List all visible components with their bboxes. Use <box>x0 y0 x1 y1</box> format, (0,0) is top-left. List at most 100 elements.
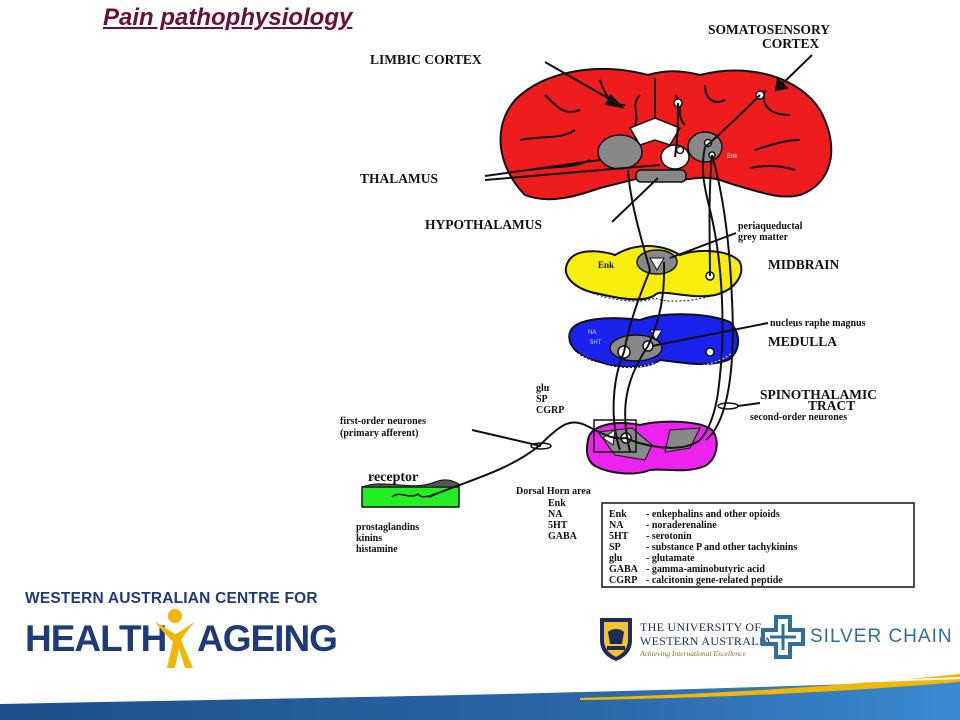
legend-desc-4: - glutamate <box>646 553 695 564</box>
footer-band <box>0 674 960 720</box>
medulla-nt-label-1: NA <box>588 330 596 336</box>
enk-midbrain-label: Enk <box>598 260 614 270</box>
label-hypothalamus: HYPOTHALAMUS <box>425 217 542 232</box>
cortex-neuron-3 <box>675 145 685 155</box>
label-thalamus: THALAMUS <box>360 171 438 186</box>
diagram-labels: SOMATOSENSORY CORTEX LIMBIC CORTEX THALA… <box>340 22 877 555</box>
thalamus-to-limbic <box>674 102 679 158</box>
label-spinothalamic-1: SPINOTHALAMIC <box>760 387 877 402</box>
receptor-block <box>361 479 460 508</box>
neural-pathways <box>427 94 761 498</box>
enk-cortex-label: Enk <box>727 154 738 160</box>
arrowhead-somatosensory <box>774 77 789 92</box>
label-medulla: MEDULLA <box>768 334 837 349</box>
pain-pathway-diagram: Enk Enk NA 5HT <box>340 22 915 588</box>
arrow-limbic <box>544 61 621 106</box>
label-limbic-cortex: LIMBIC CORTEX <box>370 52 482 67</box>
label-first-order-2: (primary afferent) <box>340 428 418 439</box>
line-thalamus <box>484 159 601 177</box>
label-somatosensory-1: SOMATOSENSORY <box>708 22 830 37</box>
label-cgrp: CGRP <box>536 405 564 416</box>
label-prostaglandins: prostaglandins <box>356 522 419 533</box>
arrowhead-limbic <box>604 94 625 109</box>
legend-abbr-1: NA <box>609 520 624 531</box>
label-histamine: histamine <box>356 544 398 555</box>
legend-desc-0: - enkephalins and other opioids <box>646 509 780 520</box>
primary-afferent-fibre <box>427 421 627 498</box>
line-first-order <box>471 429 542 447</box>
uwa-text-line1: THE UNIVERSITY OF <box>640 620 762 634</box>
legend-box <box>601 502 915 588</box>
silver-chain-cross-icon <box>761 615 805 659</box>
aqueduct <box>649 257 665 271</box>
line-pag <box>669 232 737 259</box>
legend-desc-6: - calcitonin gene-related peptide <box>646 575 783 586</box>
uwa-logo: THE UNIVERSITY OF WESTERN AUSTRALIA Achi… <box>598 614 772 666</box>
leader-lines <box>471 54 813 447</box>
medulla-section: NA 5HT <box>568 313 739 369</box>
thalamus-to-cortex <box>704 94 761 148</box>
medulla-nt-label-2: 5HT <box>590 340 602 346</box>
dorsal-horn-nt-1: NA <box>548 509 563 520</box>
label-dorsal-horn: Dorsal Horn area <box>516 486 591 497</box>
dorsal-horn-nt-3: GABA <box>548 531 578 542</box>
label-somatosensory-2: CORTEX <box>762 36 820 51</box>
legend-abbr-3: SP <box>609 542 621 553</box>
descending-path-2 <box>624 261 666 453</box>
legend-desc-1: - noraderenaline <box>646 520 717 531</box>
label-midbrain: MIDBRAIN <box>768 257 840 272</box>
legend-abbr-2: 5HT <box>609 531 629 542</box>
label-receptor: receptor <box>368 470 418 485</box>
legend-abbr-4: glu <box>609 553 623 564</box>
legend: Enk - enkephalins and other opioids NA -… <box>601 502 915 588</box>
legend-abbr-5: GABA <box>609 564 639 575</box>
label-pag-1: periaqueductal <box>738 221 803 232</box>
wa-logo-ageing: AGEING <box>197 618 338 659</box>
wa-centre-health-ageing-logo: WESTERN AUSTRALIAN CENTRE FOR HEALTH AGE… <box>25 590 338 670</box>
label-first-order-1: first-order neurones <box>340 416 426 427</box>
silver-chain-logo: SILVER CHAIN <box>760 614 953 662</box>
line-hypothalamus <box>611 177 659 223</box>
label-second-order: second-order neurones <box>750 412 847 423</box>
wa-logo-health: HEALTH <box>25 618 167 659</box>
hypothalamus <box>635 169 687 183</box>
dorsal-horn-nt-2: 5HT <box>548 520 568 531</box>
midbrain-border <box>574 284 736 302</box>
spinothalamic-tract-left <box>625 146 724 449</box>
person-figure-icon <box>155 609 195 668</box>
label-pag-2: grey matter <box>738 232 789 243</box>
arrow-somatosensory <box>777 54 813 89</box>
dorsal-horn-grey-right <box>664 427 701 453</box>
midbrain-to-thalamus <box>708 154 713 277</box>
synapse-second-order <box>717 402 739 410</box>
line-nrm <box>651 322 769 347</box>
legend-abbr-0: Enk <box>609 509 627 520</box>
silver-chain-text: SILVER CHAIN <box>810 626 953 647</box>
line-spinothalamic <box>737 402 761 407</box>
descending-path-1 <box>612 169 652 451</box>
midbrain-section: Enk <box>565 245 743 302</box>
label-nrm: nucleus raphe magnus <box>770 318 866 329</box>
synapse-first-order <box>530 442 552 450</box>
thalamus-left <box>597 134 643 170</box>
legend-abbr-6: CGRP <box>609 575 637 586</box>
uwa-crest-icon <box>600 618 632 661</box>
spinothalamic-tract-right <box>705 154 734 441</box>
line-thalamus-2 <box>484 164 661 181</box>
label-glu: glu <box>536 383 550 394</box>
label-sp: SP <box>536 394 548 405</box>
label-kinins: kinins <box>356 533 382 544</box>
legend-desc-5: - gamma-aminobutyric acid <box>646 564 765 575</box>
spinal-cord-section <box>585 419 718 475</box>
legend-desc-2: - serotonin <box>646 531 692 542</box>
nucleus-raphe-magnus <box>609 334 663 362</box>
brain-section: Enk <box>499 67 833 201</box>
uwa-text-line2: WESTERN AUSTRALIA <box>640 634 773 648</box>
uwa-motto: Achieving International Excellence <box>640 649 746 658</box>
label-spinothalamic-2: TRACT <box>808 398 855 413</box>
dorsal-horn-nt-0: Enk <box>548 498 566 509</box>
medulla-neuron-3 <box>705 347 715 357</box>
legend-desc-3: - substance P and other tachykinins <box>646 542 797 553</box>
wa-logo-top-text: WESTERN AUSTRALIAN CENTRE FOR <box>25 590 318 607</box>
slide-title: Pain pathophysiology <box>103 4 353 31</box>
